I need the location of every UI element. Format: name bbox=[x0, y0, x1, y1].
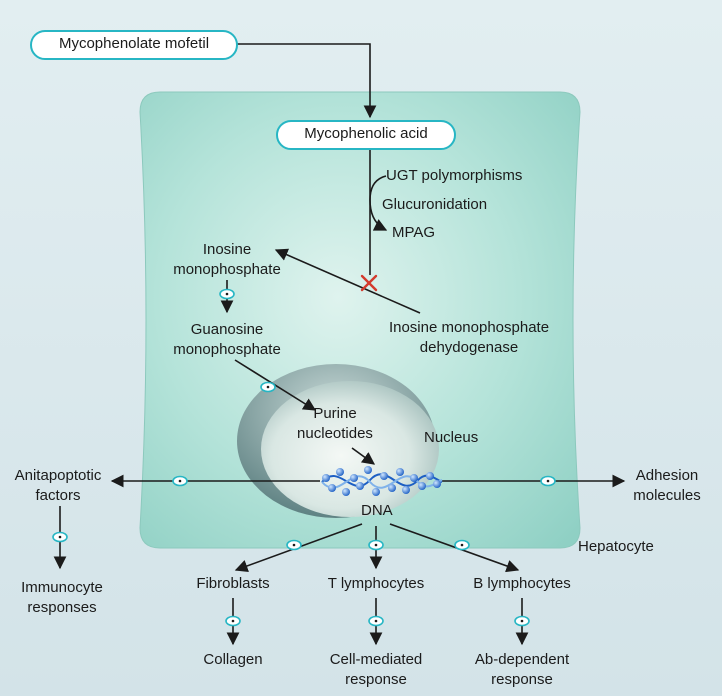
label-antiapoptotic-factors: Anitapoptotic factors bbox=[6, 466, 110, 506]
label-fibroblasts: Fibroblasts bbox=[196, 575, 270, 592]
label-glucuronidation: Glucuronidation bbox=[382, 196, 488, 213]
label-hepatocyte: Hepatocyte bbox=[578, 538, 654, 555]
label-dna: DNA bbox=[361, 502, 393, 519]
node-mycophenolic-acid: Mycophenolic acid bbox=[276, 120, 456, 150]
label-gmp-line1: Guanosine bbox=[190, 321, 264, 338]
label-immunocyte-responses: Immunocyte responses bbox=[14, 578, 110, 618]
label-purine-nucleotides: Purine nucleotides bbox=[290, 404, 380, 444]
label-antiapop-line2: factors bbox=[35, 487, 81, 504]
arrow-mmf-to-mpa bbox=[236, 43, 377, 119]
nucleus-inner bbox=[261, 381, 439, 517]
label-purine-line1: Purine bbox=[313, 405, 357, 422]
label-b-lymphocytes: B lymphocytes bbox=[473, 575, 571, 592]
label-immuno-line1: Immunocyte bbox=[21, 579, 103, 596]
label-imp-line2: monophosphate bbox=[173, 261, 281, 278]
arrow-purine-to-dna bbox=[351, 447, 376, 465]
label-inosine-monophosphate: Inosine monophosphate bbox=[172, 240, 282, 280]
label-cell-mediated-response: Cell-mediated response bbox=[316, 650, 436, 690]
label-mpag: MPAG bbox=[392, 224, 436, 241]
label-imp-line1: Inosine bbox=[202, 241, 252, 258]
label-adhesion-line1: Adhesion bbox=[635, 467, 699, 484]
label-ugt-polymorphisms: UGT polymorphisms bbox=[386, 167, 523, 184]
arrow-glucuronidation bbox=[369, 175, 388, 231]
label-abdep-line1: Ab-dependent bbox=[474, 651, 570, 668]
label-t-lymphocytes: T lymphocytes bbox=[327, 575, 425, 592]
arrow-dna-to-blym bbox=[389, 523, 520, 573]
label-impdh-line2: dehydogenase bbox=[419, 339, 519, 356]
label-abdep-line2: response bbox=[491, 671, 553, 688]
label-collagen: Collagen bbox=[203, 651, 263, 668]
label-ab-dependent-response: Ab-dependent response bbox=[466, 650, 578, 690]
dna-helix-icon bbox=[321, 466, 443, 496]
node-mycophenolate-mofetil: Mycophenolate mofetil bbox=[30, 30, 238, 60]
label-adhesion-line2: molecules bbox=[633, 487, 701, 504]
label-purine-line2: nucleotides bbox=[297, 425, 373, 442]
label-gmp-line2: monophosphate bbox=[173, 341, 281, 358]
label-impdh: Inosine monophosphate dehydogenase bbox=[374, 318, 564, 358]
label-adhesion-molecules: Adhesion molecules bbox=[624, 466, 710, 506]
label-antiapop-line1: Anitapoptotic bbox=[14, 467, 102, 484]
label-cellmed-line2: response bbox=[345, 671, 407, 688]
label-impdh-line1: Inosine monophosphate bbox=[388, 319, 550, 336]
label-nucleus: Nucleus bbox=[424, 429, 479, 446]
inhibition-mark bbox=[360, 274, 378, 292]
label-guanosine-monophosphate: Guanosine monophosphate bbox=[172, 320, 282, 360]
label-immuno-line2: responses bbox=[27, 599, 97, 616]
arrow-impdh bbox=[274, 248, 421, 314]
label-cellmed-line1: Cell-mediated bbox=[329, 651, 423, 668]
